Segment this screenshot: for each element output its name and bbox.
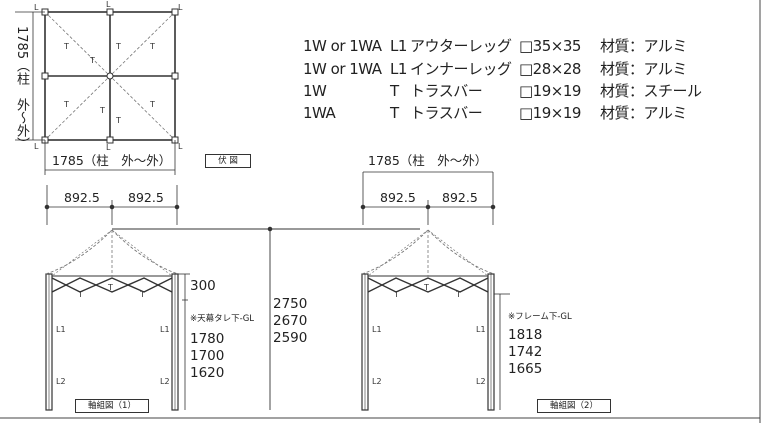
e2-truss-mark-1: T xyxy=(394,290,399,299)
e1-height-3: 1620 xyxy=(190,365,225,381)
spec-part-4: T xyxy=(390,104,399,122)
e2-height-1: 1818 xyxy=(508,327,543,343)
elevation-2 xyxy=(360,171,510,411)
e1-roof-rafter-l xyxy=(51,229,113,277)
e2-roof-rafter-r xyxy=(427,229,489,277)
e1-title: 軸組図（1） xyxy=(75,399,149,413)
e1-truss-lower xyxy=(51,277,173,293)
spec-size-4: □19×19 xyxy=(519,104,581,122)
e1-roof-rafter-r xyxy=(111,229,173,277)
spec-name-1: アウターレッグ xyxy=(410,37,512,55)
e1-leg-mark-2: L1 xyxy=(160,325,170,334)
spec-size-2: □28×28 xyxy=(519,60,581,78)
spec-material-4: 材質：アルミ xyxy=(600,104,687,122)
e2-height-3: 1665 xyxy=(508,361,543,377)
e2-note: ※フレーム下-GL xyxy=(508,312,572,322)
plan-view xyxy=(15,8,179,175)
spec-material-3: 材質：スチール xyxy=(600,82,702,100)
spec-part-1: L1 xyxy=(390,37,407,55)
plan-side-label: 1785（柱 外〜外） xyxy=(14,26,29,151)
plan-corner-mark-4: L xyxy=(34,142,39,151)
plan-center-hub xyxy=(106,72,114,80)
e2-roof-rafter-l xyxy=(367,229,429,277)
plan-mid-left xyxy=(41,72,49,80)
plan-mid-bottom xyxy=(106,136,114,144)
plan-truss-mark-3: T xyxy=(150,42,155,51)
spec-name-3: トラスバー xyxy=(410,82,483,100)
plan-truss-mark-8: T xyxy=(116,116,121,125)
spec-model-1: 1W or 1WA xyxy=(303,37,382,55)
e2-width-label: 1785（柱 外〜外） xyxy=(368,153,488,168)
e1-leg-mark-3: L2 xyxy=(56,377,66,386)
e1-note: ※天幕タレ下-GL xyxy=(190,314,255,324)
e2-truss-lower xyxy=(367,277,489,293)
e1-half-right: 892.5 xyxy=(128,190,164,205)
plan-corner-mark-6: L xyxy=(178,142,183,151)
e2-dim-node-left xyxy=(360,204,366,210)
spec-material-2: 材質：アルミ xyxy=(600,60,687,78)
e2-half-left: 892.5 xyxy=(380,190,416,205)
spec-model-3: 1W xyxy=(303,82,327,100)
elevation-1 xyxy=(44,185,190,411)
plan-corner-tr xyxy=(171,8,179,16)
e1-truss-mark-1: T xyxy=(78,290,83,299)
e2-leg-mark-1: L1 xyxy=(372,325,382,334)
e1-roof-height: 300 xyxy=(190,278,216,294)
e1-dim-node-right xyxy=(174,204,180,210)
spec-size-3: □19×19 xyxy=(519,82,581,100)
e1-leg-mark-4: L2 xyxy=(160,377,170,386)
plan-corner-mark-2: L xyxy=(106,0,111,9)
e2-dim-node-mid xyxy=(425,204,431,210)
total-height-dim xyxy=(112,226,420,410)
e2-dim-node-right xyxy=(490,204,496,210)
plan-mid-right xyxy=(171,72,179,80)
total-height-node xyxy=(267,226,273,232)
e1-total-height-1: 2750 xyxy=(273,296,308,312)
spec-model-2: 1W or 1WA xyxy=(303,60,382,78)
spec-size-1: □35×35 xyxy=(519,37,581,55)
e2-truss-mark-3: T xyxy=(456,290,461,299)
spec-material-1: 材質：アルミ xyxy=(600,37,687,55)
e2-leg-mark-4: L2 xyxy=(476,377,486,386)
plan-mid-top xyxy=(106,8,114,16)
e2-leg-mark-2: L1 xyxy=(476,325,486,334)
e2-title: 軸組図（2） xyxy=(537,399,611,413)
spec-name-2: インナーレッグ xyxy=(410,60,512,78)
plan-truss-mark-7: T xyxy=(150,100,155,109)
plan-corner-mark-3: L xyxy=(178,3,183,12)
e1-height-1: 1780 xyxy=(190,331,225,347)
plan-corner-mark-1: L xyxy=(34,3,39,12)
spec-model-4: 1WA xyxy=(303,104,336,122)
e2-truss-mark-2: T xyxy=(424,283,429,292)
e1-half-left: 892.5 xyxy=(64,190,100,205)
e2-leg-mark-3: L2 xyxy=(372,377,382,386)
plan-truss-mark-6: T xyxy=(100,106,105,115)
plan-truss-mark-4: T xyxy=(90,56,95,65)
e1-leg-mark-1: L1 xyxy=(56,325,66,334)
e1-total-height-2: 2670 xyxy=(273,313,308,329)
e1-total-height-3: 2590 xyxy=(273,330,308,346)
plan-title: 伏 図 xyxy=(205,154,251,168)
plan-truss-mark-2: T xyxy=(116,42,121,51)
spec-part-2: L1 xyxy=(390,60,407,78)
e1-height-2: 1700 xyxy=(190,348,225,364)
spec-name-4: トラスバー xyxy=(410,104,483,122)
e2-height-2: 1742 xyxy=(508,344,543,360)
plan-truss-mark-5: T xyxy=(64,100,69,109)
spec-part-3: T xyxy=(390,82,399,100)
plan-truss-mark-1: T xyxy=(64,42,69,51)
e1-dim-node-left xyxy=(44,204,50,210)
e1-dim-node-mid xyxy=(109,204,115,210)
e1-truss-mark-3: T xyxy=(140,290,145,299)
e1-truss-mark-2: T xyxy=(108,283,113,292)
plan-width-label: 1785（柱 外〜外） xyxy=(52,153,172,168)
plan-corner-mark-5: L xyxy=(106,143,111,152)
e2-half-right: 892.5 xyxy=(442,190,478,205)
